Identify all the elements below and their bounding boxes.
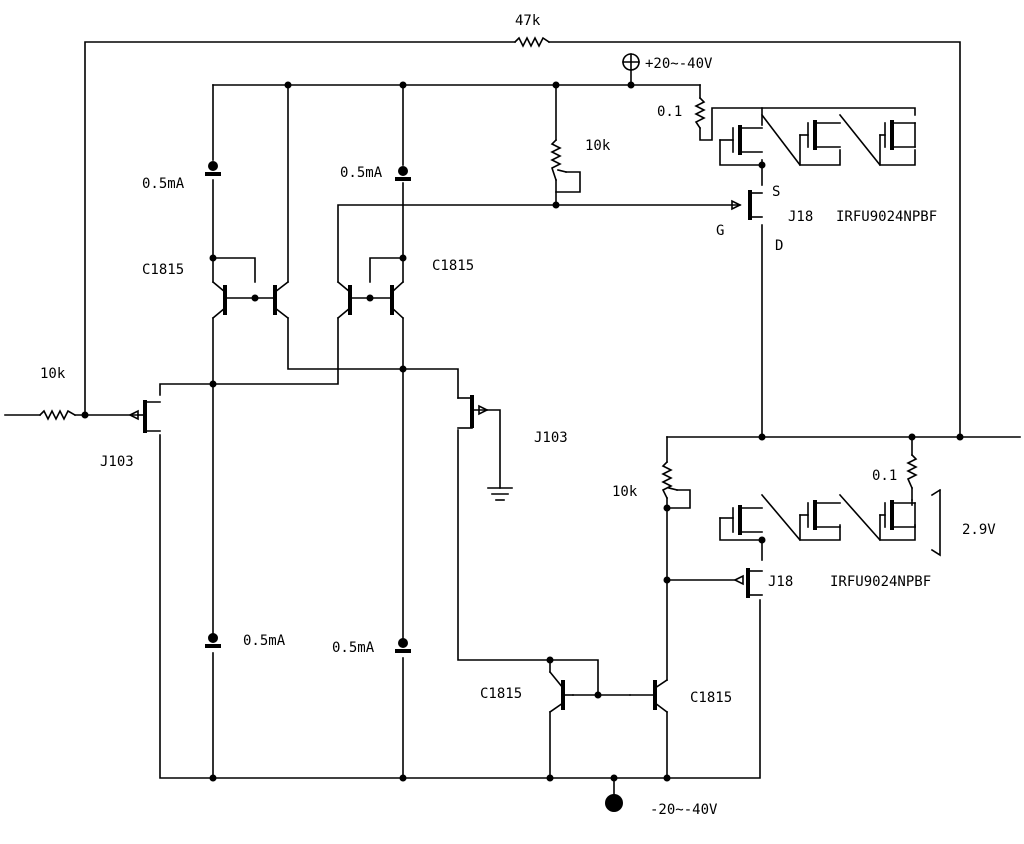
- label-pin-source: S: [772, 184, 780, 200]
- label-input-jfet: J103: [100, 454, 134, 470]
- label-driver-bottom: J18: [768, 574, 793, 590]
- bjt-mirror-left: [548, 670, 574, 714]
- wiper-arrow-bottom: [668, 487, 678, 491]
- wiper-arrow-top: [557, 169, 567, 173]
- mosfet-output-bottom: [719, 493, 916, 542]
- label-sense-top: 0.1: [657, 104, 682, 120]
- label-mirror-left: C1815: [480, 686, 522, 702]
- voltage-drop-arrow: [930, 488, 942, 557]
- bjt-mirror-right: [629, 678, 669, 714]
- label-cs-bottom-right: 0.5mA: [332, 640, 375, 656]
- current-source-bottom-left: [205, 633, 221, 648]
- jfet-driver-top: [731, 190, 763, 220]
- mosfet-output-top: [719, 113, 916, 167]
- resistor-sense-top: [694, 96, 706, 130]
- jfet-input: [128, 400, 161, 433]
- supplies: [487, 53, 942, 812]
- ground-symbol: [487, 487, 513, 501]
- label-pair-left: C1815: [142, 262, 184, 278]
- current-source-top-right: [395, 166, 411, 181]
- jfet-driver-bottom: [733, 568, 763, 598]
- wires: [4, 41, 1021, 796]
- label-sense-bottom: 0.1: [872, 468, 897, 484]
- current-source-top-left: [205, 161, 221, 176]
- current-source-bottom-right: [395, 638, 411, 653]
- label-feedback-resistor: 47k: [515, 13, 541, 29]
- label-cs-top-left: 0.5mA: [142, 176, 185, 192]
- labels: 47k 10k +20~-40V 0.1 10k 0.5mA 0.5mA C18…: [40, 13, 996, 818]
- negative-supply-terminal: [605, 794, 623, 812]
- resistor-sense-bottom: [906, 453, 918, 490]
- label-pair-right: C1815: [432, 258, 474, 274]
- resistor-47k: [513, 36, 551, 48]
- resistor-bias-top: [550, 138, 562, 182]
- bjt-pair-left: [211, 280, 290, 320]
- label-bias-bottom: 10k: [612, 484, 638, 500]
- label-mirror-right: C1815: [690, 690, 732, 706]
- junctions: [81, 81, 964, 782]
- label-driver-top: J18: [788, 209, 813, 225]
- bjt-pair-right: [336, 280, 405, 320]
- resistor-input-10k: [38, 409, 77, 421]
- resistors: [38, 36, 918, 500]
- label-positive-supply: +20~-40V: [645, 56, 713, 72]
- jfet-reference: [457, 395, 489, 429]
- label-bias-top: 10k: [585, 138, 611, 154]
- transistors: [128, 113, 916, 714]
- label-voltage-drop: 2.9V: [962, 522, 996, 538]
- label-output-bottom: IRFU9024NPBF: [830, 574, 931, 590]
- label-cs-top-right: 0.5mA: [340, 165, 383, 181]
- label-cs-bottom-left: 0.5mA: [243, 633, 286, 649]
- label-ref-jfet: J103: [534, 430, 568, 446]
- resistor-bias-bottom: [661, 460, 673, 500]
- current-sources: [205, 161, 411, 653]
- label-input-resistor: 10k: [40, 366, 66, 382]
- positive-supply-terminal: [622, 53, 640, 71]
- label-output-top: IRFU9024NPBF: [836, 209, 937, 225]
- label-negative-supply: -20~-40V: [650, 802, 718, 818]
- label-pin-gate: G: [716, 223, 724, 239]
- label-pin-drain: D: [775, 238, 783, 254]
